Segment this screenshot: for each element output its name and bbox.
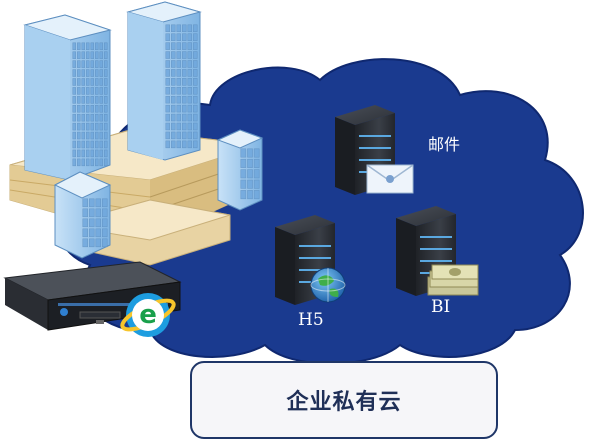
internet-explorer-icon: e <box>120 293 176 337</box>
globe-icon <box>310 267 346 303</box>
h5-label: H5 <box>298 310 324 330</box>
svg-text:e: e <box>139 300 157 330</box>
envelope-icon <box>366 164 414 194</box>
money-stack-icon <box>427 264 479 296</box>
mail-label: 邮件 <box>428 135 461 154</box>
title-box: 企业私有云 <box>190 361 498 439</box>
bi-label: BI <box>431 297 451 317</box>
diagram-title: 企业私有云 <box>286 390 402 415</box>
office-buildings-icon <box>9 1 264 266</box>
